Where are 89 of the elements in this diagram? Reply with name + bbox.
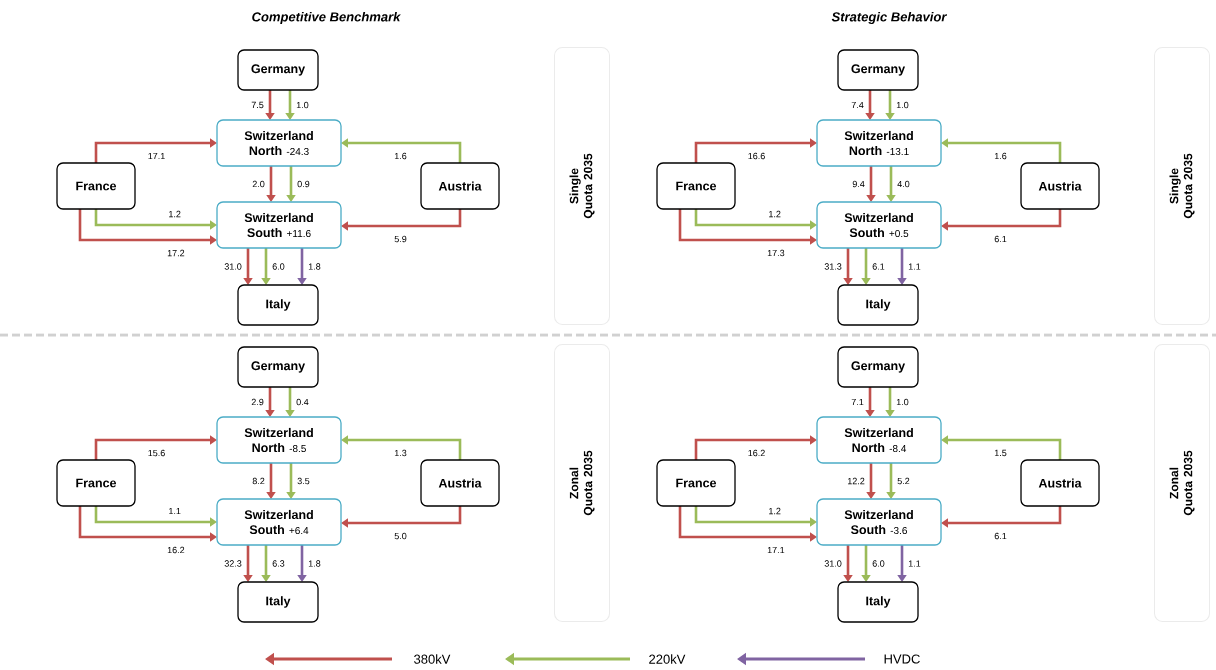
arrow xyxy=(94,435,217,460)
country-box: Germany xyxy=(237,346,319,388)
region-box: Switzerland South +11.6 xyxy=(216,201,342,249)
edge-label: 16.2 xyxy=(167,546,185,554)
edge-label: 1.1 xyxy=(908,560,921,567)
edge-label: 6.0 xyxy=(272,263,285,270)
edge-label: 2.0 xyxy=(252,180,265,188)
edge-label: 1.2 xyxy=(169,210,181,218)
edge-label: 5.2 xyxy=(897,477,910,485)
country-box: Germany xyxy=(237,49,319,91)
edge-label: 1.0 xyxy=(296,101,309,109)
edge-label: 17.1 xyxy=(148,152,165,160)
edge-label: 1.0 xyxy=(896,398,909,406)
edge-label: 7.5 xyxy=(251,101,264,109)
edge-label: 17.3 xyxy=(767,249,785,257)
edge-label: 0.4 xyxy=(296,398,309,406)
scenario-box: Single Quota 2035 xyxy=(554,47,610,325)
arrow xyxy=(341,209,462,231)
edge-label: 31.0 xyxy=(824,560,842,567)
country-box: Germany xyxy=(837,346,919,388)
arrow xyxy=(694,435,817,460)
legend-label: 380kV xyxy=(414,654,451,664)
scenario-box: Zonal Quota 2035 xyxy=(1154,344,1210,622)
country-box: Italy xyxy=(237,581,319,623)
arrow xyxy=(941,506,1062,528)
country-box: Austria xyxy=(1020,459,1100,507)
country-box: Italy xyxy=(837,581,919,623)
edge-label: 4.0 xyxy=(897,180,910,188)
column-heading: Strategic Behavior xyxy=(831,11,947,25)
edge-label: 1.2 xyxy=(769,507,781,515)
edge-label: 17.1 xyxy=(767,546,785,554)
edge-label: 1.3 xyxy=(394,449,407,457)
country-box: Germany xyxy=(837,49,919,91)
edge-label: 1.6 xyxy=(994,152,1007,160)
edge-label: 9.4 xyxy=(852,180,865,188)
edge-label: 1.0 xyxy=(896,101,909,109)
edge-label: 5.9 xyxy=(394,235,407,243)
edge-label: 12.2 xyxy=(848,477,865,485)
scenario-box: Zonal Quota 2035 xyxy=(554,344,610,622)
edge-label: 31.3 xyxy=(824,263,842,270)
country-box: Austria xyxy=(420,162,500,210)
region-box: Switzerland North -8.4 xyxy=(816,416,942,464)
edge-label: 3.5 xyxy=(297,477,310,485)
edge-label: 6.0 xyxy=(872,560,885,567)
edge-label: 1.1 xyxy=(169,507,181,515)
edge-label: 1.5 xyxy=(994,449,1007,457)
edge-label: 15.6 xyxy=(148,449,165,457)
country-box: France xyxy=(656,459,736,507)
edge-label: 7.1 xyxy=(851,398,864,406)
arrow xyxy=(94,138,217,163)
country-box: Italy xyxy=(237,284,319,326)
edge-label: 1.8 xyxy=(308,560,321,567)
edge-label: 16.2 xyxy=(748,449,765,457)
edge-label: 0.9 xyxy=(297,180,310,188)
edge-label: 6.3 xyxy=(272,560,285,567)
edge-label: 16.6 xyxy=(748,152,765,160)
country-box: Italy xyxy=(837,284,919,326)
column-heading: Competitive Benchmark xyxy=(252,11,401,25)
arrow xyxy=(694,138,817,163)
edge-label: 6.1 xyxy=(994,532,1007,540)
country-box: France xyxy=(56,459,136,507)
region-box: Switzerland South +0.5 xyxy=(816,201,942,249)
legend-label: HVDC xyxy=(884,654,920,664)
arrow xyxy=(941,209,1062,231)
country-box: France xyxy=(656,162,736,210)
edge-label: 17.2 xyxy=(167,249,185,257)
region-box: Switzerland North -13.1 xyxy=(816,119,942,167)
region-box: Switzerland South +6.4 xyxy=(216,498,342,546)
scenario-box: Single Quota 2035 xyxy=(1154,47,1210,325)
edge-label: 1.6 xyxy=(394,152,407,160)
arrow xyxy=(341,506,462,528)
country-box: Austria xyxy=(420,459,500,507)
edge-label: 5.0 xyxy=(394,532,407,540)
edge-label: 6.1 xyxy=(994,235,1007,243)
edge-label: 1.1 xyxy=(908,263,921,270)
legend-label: 220kV xyxy=(649,654,686,664)
edge-label: 6.1 xyxy=(872,263,885,270)
edge-label: 2.9 xyxy=(251,398,264,406)
region-box: Switzerland North -8.5 xyxy=(216,416,342,464)
edge-label: 1.8 xyxy=(308,263,321,270)
region-box: Switzerland North -24.3 xyxy=(216,119,342,167)
edge-label: 1.2 xyxy=(769,210,781,218)
edge-label: 7.4 xyxy=(851,101,864,109)
edge-label: 31.0 xyxy=(224,263,242,270)
region-box: Switzerland South -3.6 xyxy=(816,498,942,546)
edge-label: 32.3 xyxy=(224,560,242,567)
country-box: France xyxy=(56,162,136,210)
edge-label: 8.2 xyxy=(252,477,265,485)
country-box: Austria xyxy=(1020,162,1100,210)
